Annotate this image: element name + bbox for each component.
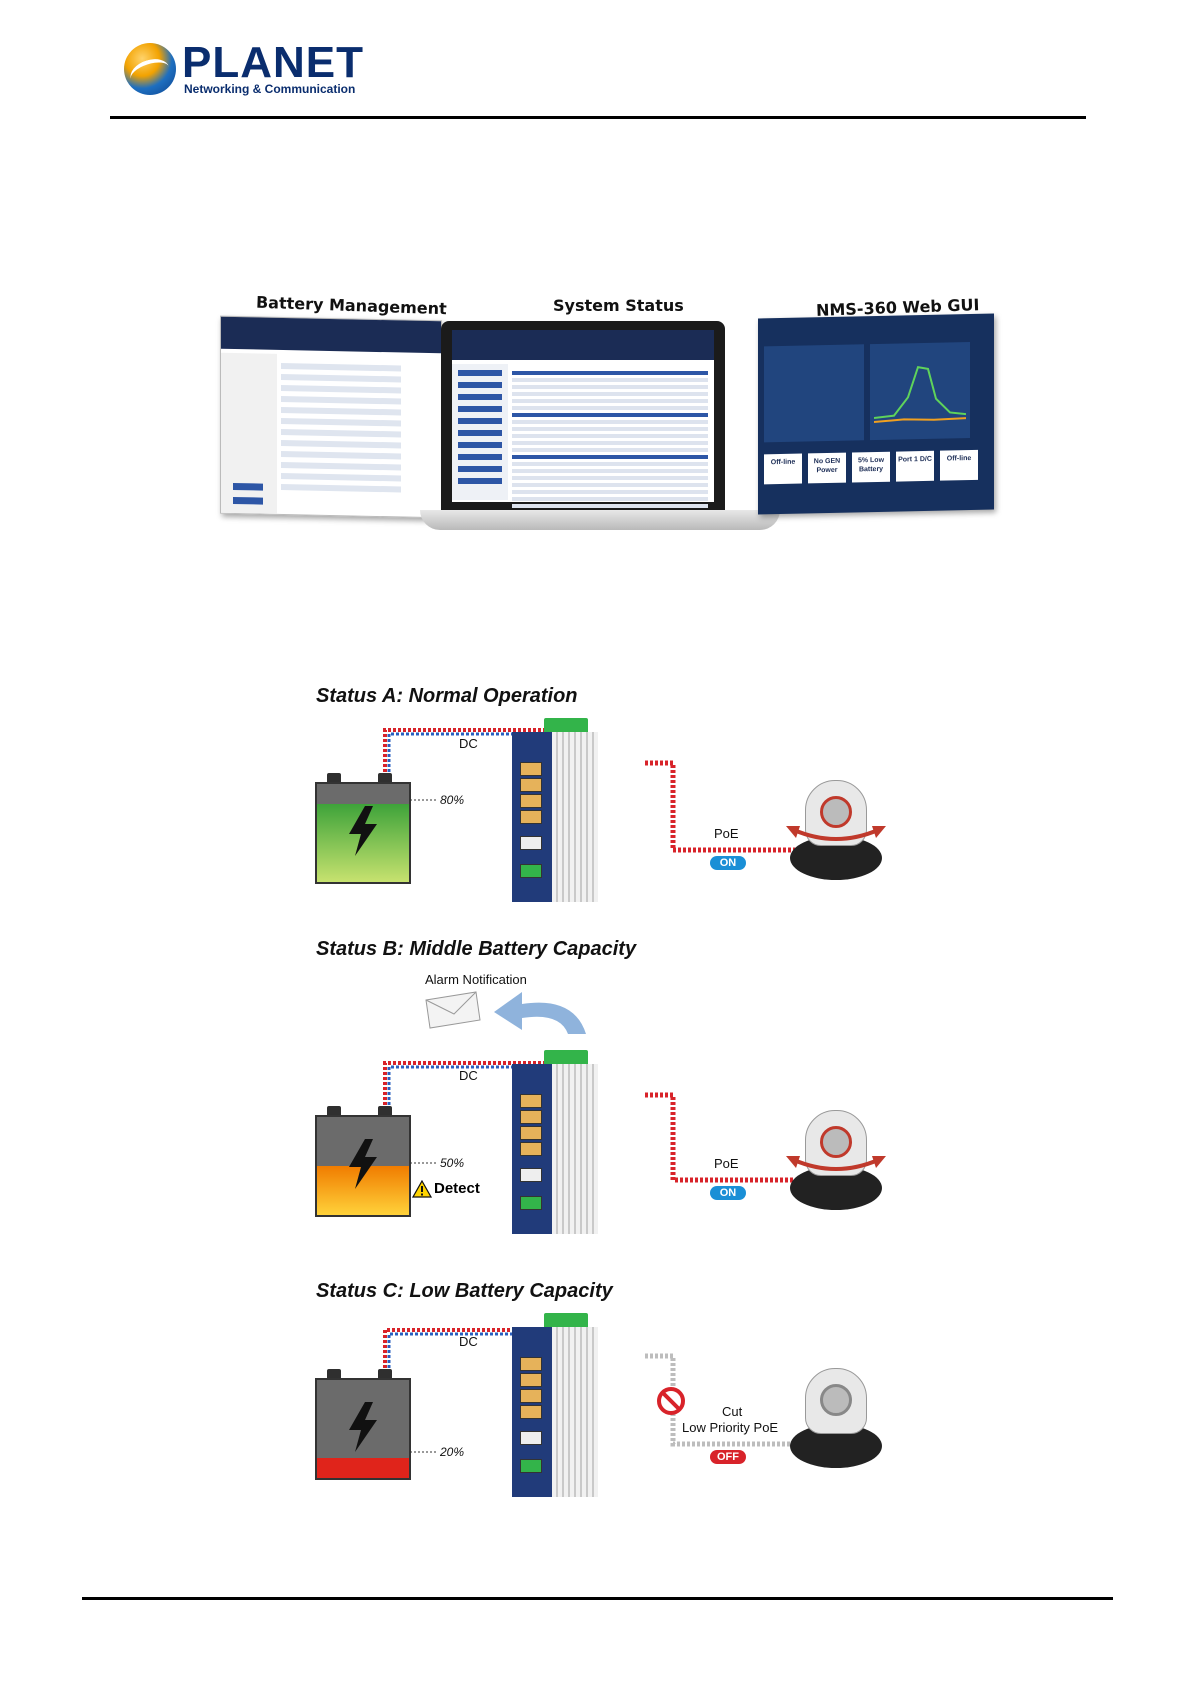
warning-icon <box>412 1180 432 1198</box>
laptop-base <box>420 510 780 530</box>
logo-tagline: Networking & Communication <box>184 82 356 96</box>
status-a-poe-label: PoE <box>714 826 739 841</box>
status-a-poe-state: ON <box>710 856 746 870</box>
lightning-bolt-icon <box>349 806 377 856</box>
battery-c-terminal-neg <box>327 1369 341 1379</box>
status-b-title: Status B: Middle Battery Capacity <box>316 938 637 960</box>
terminal-block <box>544 718 588 734</box>
camera-b-lens <box>820 1126 852 1158</box>
envelope-icon <box>425 991 481 1029</box>
logo-wordmark: PLANET <box>182 38 364 87</box>
battery-a-terminal-neg <box>327 773 341 783</box>
header-rule <box>110 116 1086 119</box>
battery-b-terminal-neg <box>327 1106 341 1116</box>
footer-rule <box>82 1597 1113 1600</box>
nms-trend-line <box>874 365 966 424</box>
status-c-dc-label: DC <box>459 1334 478 1349</box>
battery-c <box>315 1378 411 1480</box>
status-c-poe-state: OFF <box>710 1450 746 1464</box>
status-b-poe-state: ON <box>710 1186 746 1200</box>
status-a-title: Status A: Normal Operation <box>316 685 578 707</box>
nms360-screenshot: Off-line No GEN Power 5% Low Battery Por… <box>758 313 994 515</box>
system-status-title: System Status <box>553 296 684 315</box>
camera-a-lens <box>820 796 852 828</box>
status-b-percent: 50% <box>440 1156 465 1170</box>
status-a-percent: 80% <box>440 793 465 807</box>
rotation-arrow-icon <box>786 826 886 841</box>
lightning-bolt-icon <box>349 1402 377 1452</box>
status-a-dc-label: DC <box>459 736 478 751</box>
prohibited-icon <box>657 1387 685 1415</box>
battery-b-terminal-pos <box>378 1106 392 1116</box>
battery-a <box>315 782 411 884</box>
cut-label: Cut <box>722 1404 743 1419</box>
planet-globe-logo <box>124 43 176 95</box>
battery-b <box>315 1115 411 1217</box>
alarm-notification-label: Alarm Notification <box>425 972 527 987</box>
battery-c-fill <box>317 1458 409 1478</box>
poe-switch-a <box>512 718 598 902</box>
status-c-percent: 20% <box>440 1445 465 1459</box>
detect-label: Detect <box>434 1180 480 1197</box>
low-priority-poe-label: Low Priority PoE <box>682 1420 779 1435</box>
notification-arrow-icon <box>494 992 586 1034</box>
terminal-block <box>544 1313 588 1329</box>
poe-switch-b <box>512 1050 598 1234</box>
battery-a-terminal-pos <box>378 773 392 783</box>
status-b-dc-label: DC <box>459 1068 478 1083</box>
rotation-arrow-icon <box>786 1156 886 1171</box>
system-status-screenshot <box>452 330 714 508</box>
status-c-title: Status C: Low Battery Capacity <box>316 1280 613 1302</box>
poe-switch-c <box>512 1313 598 1497</box>
battery-c-terminal-pos <box>378 1369 392 1379</box>
camera-c-lens <box>820 1384 852 1416</box>
terminal-block <box>544 1050 588 1066</box>
status-b-poe-label: PoE <box>714 1156 739 1171</box>
lightning-bolt-icon <box>349 1139 377 1189</box>
